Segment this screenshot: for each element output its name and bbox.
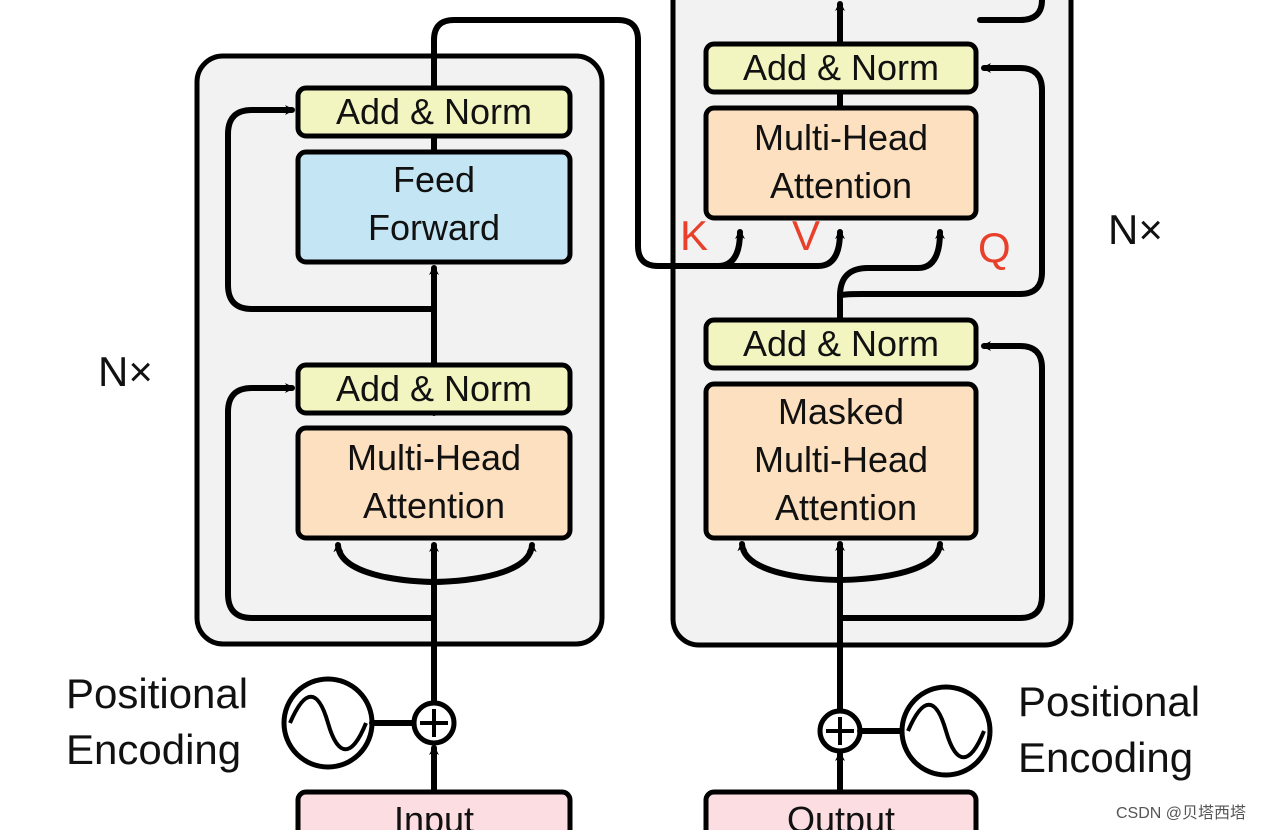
encoder-add-norm-bottom: [295, 362, 573, 416]
decoder-add-norm-bottom-label: Add & Norm: [743, 323, 939, 364]
masked-attention-line3: Attention: [775, 487, 917, 528]
encoder-multi-head-attention: [295, 425, 573, 541]
input-label: Input: [394, 799, 474, 830]
encoder-attention-label-line2: Attention: [363, 485, 505, 526]
feed-forward-label-line1: Feed: [393, 159, 475, 200]
q-label: Q: [978, 224, 1011, 271]
encoder-positional-encoding: [281, 676, 457, 770]
decoder-positional-encoding: [817, 684, 993, 778]
decoder-cross-attention-line2: Attention: [770, 165, 912, 206]
encoder-layer-box: [194, 53, 605, 647]
encoder-add-norm-top-label: Add & Norm: [336, 91, 532, 132]
encoder-connectors: [225, 17, 845, 793]
v-label: V: [792, 212, 820, 259]
masked-attention-line1: Masked: [778, 391, 904, 432]
k-label: K: [680, 212, 708, 259]
output-embedding-box: [703, 789, 979, 830]
decoder-masked-attention: [703, 381, 979, 541]
decoder-add-norm-top: [703, 41, 979, 95]
masked-attention-line2: Multi-Head: [754, 439, 928, 480]
encoder-add-norm-top: [295, 85, 573, 139]
encoder-pe-label-line1: Positional: [66, 670, 248, 717]
output-label: Output: [787, 799, 895, 830]
decoder-pe-label-line1: Positional: [1018, 678, 1200, 725]
decoder-cross-attention-line1: Multi-Head: [754, 117, 928, 158]
encoder-attention-label-line1: Multi-Head: [347, 437, 521, 478]
watermark: CSDN @贝塔西塔: [1116, 804, 1246, 822]
decoder-pe-label-line2: Encoding: [1018, 734, 1193, 781]
decoder-add-norm-bottom: [703, 317, 979, 371]
encoder-nx-label: N×: [98, 348, 153, 395]
decoder-add-norm-top-label: Add & Norm: [743, 47, 939, 88]
input-embedding-box: [295, 789, 573, 830]
encoder-feed-forward: [295, 149, 573, 265]
decoder-connectors: [737, 0, 1045, 793]
encoder-add-norm-bottom-label: Add & Norm: [336, 368, 532, 409]
feed-forward-label-line2: Forward: [368, 207, 500, 248]
encoder-pe-label-line2: Encoding: [66, 726, 241, 773]
decoder-cross-attention: [703, 105, 979, 221]
decoder-nx-label: N×: [1108, 206, 1163, 253]
